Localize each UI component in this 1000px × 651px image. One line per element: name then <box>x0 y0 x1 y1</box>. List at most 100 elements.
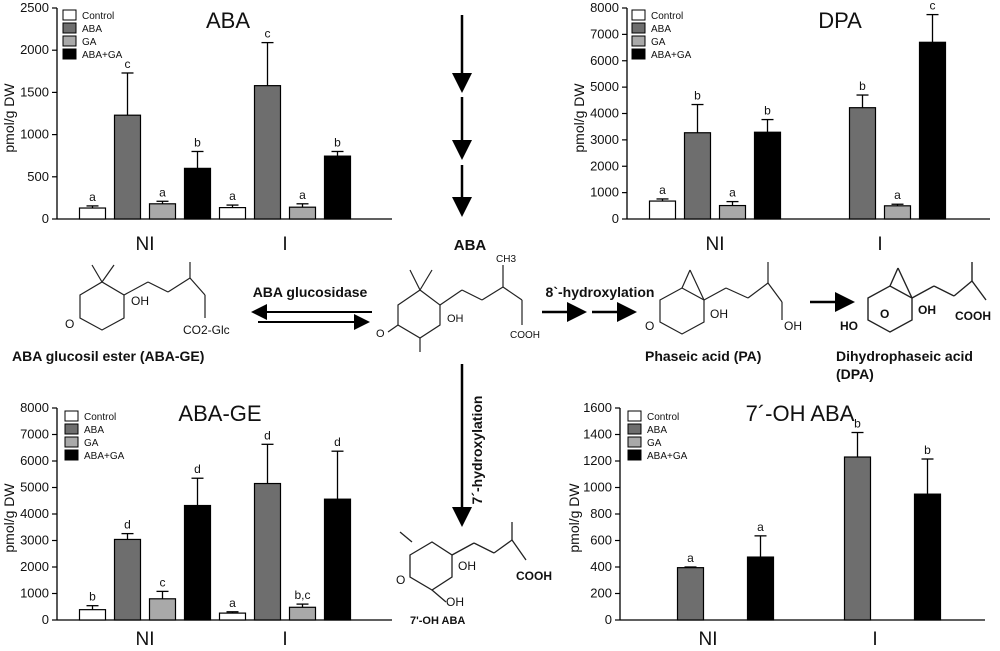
bar-aba-ga-ni <box>183 504 212 621</box>
pa-o-atom: O <box>645 319 654 333</box>
y-tick-label: 2000 <box>20 559 49 574</box>
y-tick-label: 600 <box>590 533 612 548</box>
legend-label: Control <box>82 11 114 22</box>
bar-aba-ni <box>113 114 142 220</box>
group-label: I <box>282 629 287 650</box>
dpa-name-line2: (DPA) <box>836 366 874 382</box>
dpa-cooh-atom: COOH <box>955 309 991 323</box>
legend-swatch <box>64 449 79 461</box>
abage-oh-atom: OH <box>131 294 149 308</box>
bar-control-ni <box>648 200 677 220</box>
ohaba-oh-atom: OH <box>458 559 476 573</box>
pa-name: Phaseic acid (PA) <box>645 348 761 364</box>
y-tick-label: 0 <box>42 612 49 627</box>
group-label: NI <box>699 629 718 650</box>
significance-letter: d <box>194 462 201 476</box>
legend-label: ABA+GA <box>82 50 123 61</box>
y-tick-label: 8000 <box>20 400 49 415</box>
chart-title: 7´-OH ABA <box>746 401 855 426</box>
legend-label: GA <box>84 438 99 449</box>
significance-letter: c <box>125 57 131 71</box>
dpa-name-line1: Dihydrophaseic acid <box>836 348 973 364</box>
aba-cooh-atom: COOH <box>510 330 540 341</box>
dpa-oh-atom: OH <box>918 303 936 317</box>
significance-letter: a <box>894 188 901 202</box>
y-tick-label: 200 <box>590 586 612 601</box>
abage-name: ABA glucosil ester (ABA-GE) <box>12 348 204 364</box>
legend-swatch <box>62 9 77 21</box>
bar-aba-ga-ni <box>746 556 775 621</box>
y-tick-label: 7000 <box>20 427 49 442</box>
bar-aba-i <box>253 482 282 621</box>
y-axis-label: pmol/g DW <box>1 83 17 153</box>
significance-letter: c <box>160 575 166 589</box>
y-tick-label: 2000 <box>590 158 619 173</box>
chart-abage: 010002000300040005000600070008000pmol/g … <box>1 400 392 650</box>
hydroxylation8-label: 8`-hydroxylation <box>546 284 655 300</box>
dpa-o-atom: O <box>880 307 889 321</box>
group-label: I <box>877 234 882 255</box>
significance-letter: b <box>694 89 701 103</box>
group-label: NI <box>136 234 155 255</box>
group-label: I <box>872 629 877 650</box>
bar-control-ni <box>78 609 107 621</box>
glucosidase-label: ABA glucosidase <box>253 284 368 300</box>
significance-letter: d <box>264 428 271 442</box>
ohaba-cooh-atom: COOH <box>516 569 552 583</box>
significance-letter: b <box>764 104 771 118</box>
center-aba-label: ABA <box>454 237 487 254</box>
legend-swatch <box>627 410 642 422</box>
legend-label: GA <box>82 37 97 48</box>
legend-swatch <box>64 436 79 448</box>
y-tick-label: 1500 <box>20 84 49 99</box>
significance-letter: b <box>89 590 96 604</box>
legend-swatch <box>64 423 79 435</box>
chart-title: DPA <box>818 8 862 33</box>
y-tick-label: 2000 <box>20 42 49 57</box>
bar-aba-ga-i <box>323 498 352 621</box>
legend-label: ABA <box>82 24 102 35</box>
legend-swatch <box>62 48 77 60</box>
hydroxylation7-label: 7´-hydroxylation <box>469 396 485 505</box>
significance-letter: a <box>159 185 166 199</box>
bar-ga-i <box>288 206 317 220</box>
bar-control-ni <box>78 207 107 220</box>
y-tick-label: 1000 <box>583 480 612 495</box>
y-tick-label: 1200 <box>583 453 612 468</box>
aba-o-atom: O <box>376 328 385 340</box>
legend-swatch <box>62 35 77 47</box>
aba-structure <box>387 265 523 352</box>
significance-letter: b <box>854 417 861 431</box>
legend-label: ABA <box>647 425 667 436</box>
significance-letter: a <box>299 188 306 202</box>
bar-control-i <box>218 207 247 220</box>
y-tick-label: 3000 <box>20 533 49 548</box>
chart-title: ABA <box>206 8 250 33</box>
y-tick-label: 0 <box>42 211 49 226</box>
bar-aba-i <box>843 456 872 621</box>
bar-aba-ni <box>113 538 142 621</box>
legend-swatch <box>627 449 642 461</box>
y-tick-label: 4000 <box>590 106 619 121</box>
ohaba-o-atom: O <box>396 573 405 587</box>
chart-title: ABA-GE <box>178 401 261 426</box>
significance-letter: a <box>659 183 666 197</box>
bar-ga-ni <box>718 204 747 220</box>
legend-label: Control <box>647 412 679 423</box>
significance-letter: b <box>194 135 201 149</box>
y-tick-label: 800 <box>590 506 612 521</box>
bar-aba-ni <box>676 567 705 621</box>
legend-swatch <box>631 48 646 60</box>
y-tick-label: 500 <box>27 169 49 184</box>
significance-letter: b,c <box>294 588 310 602</box>
y-tick-label: 1000 <box>20 127 49 142</box>
y-tick-label: 7000 <box>590 26 619 41</box>
chart-dpa: 010002000300040005000600070008000pmol/g … <box>571 0 990 255</box>
bar-aba-i <box>253 85 282 220</box>
y-axis-label: pmol/g DW <box>571 83 587 153</box>
legend-swatch <box>627 436 642 448</box>
significance-letter: d <box>124 518 131 532</box>
